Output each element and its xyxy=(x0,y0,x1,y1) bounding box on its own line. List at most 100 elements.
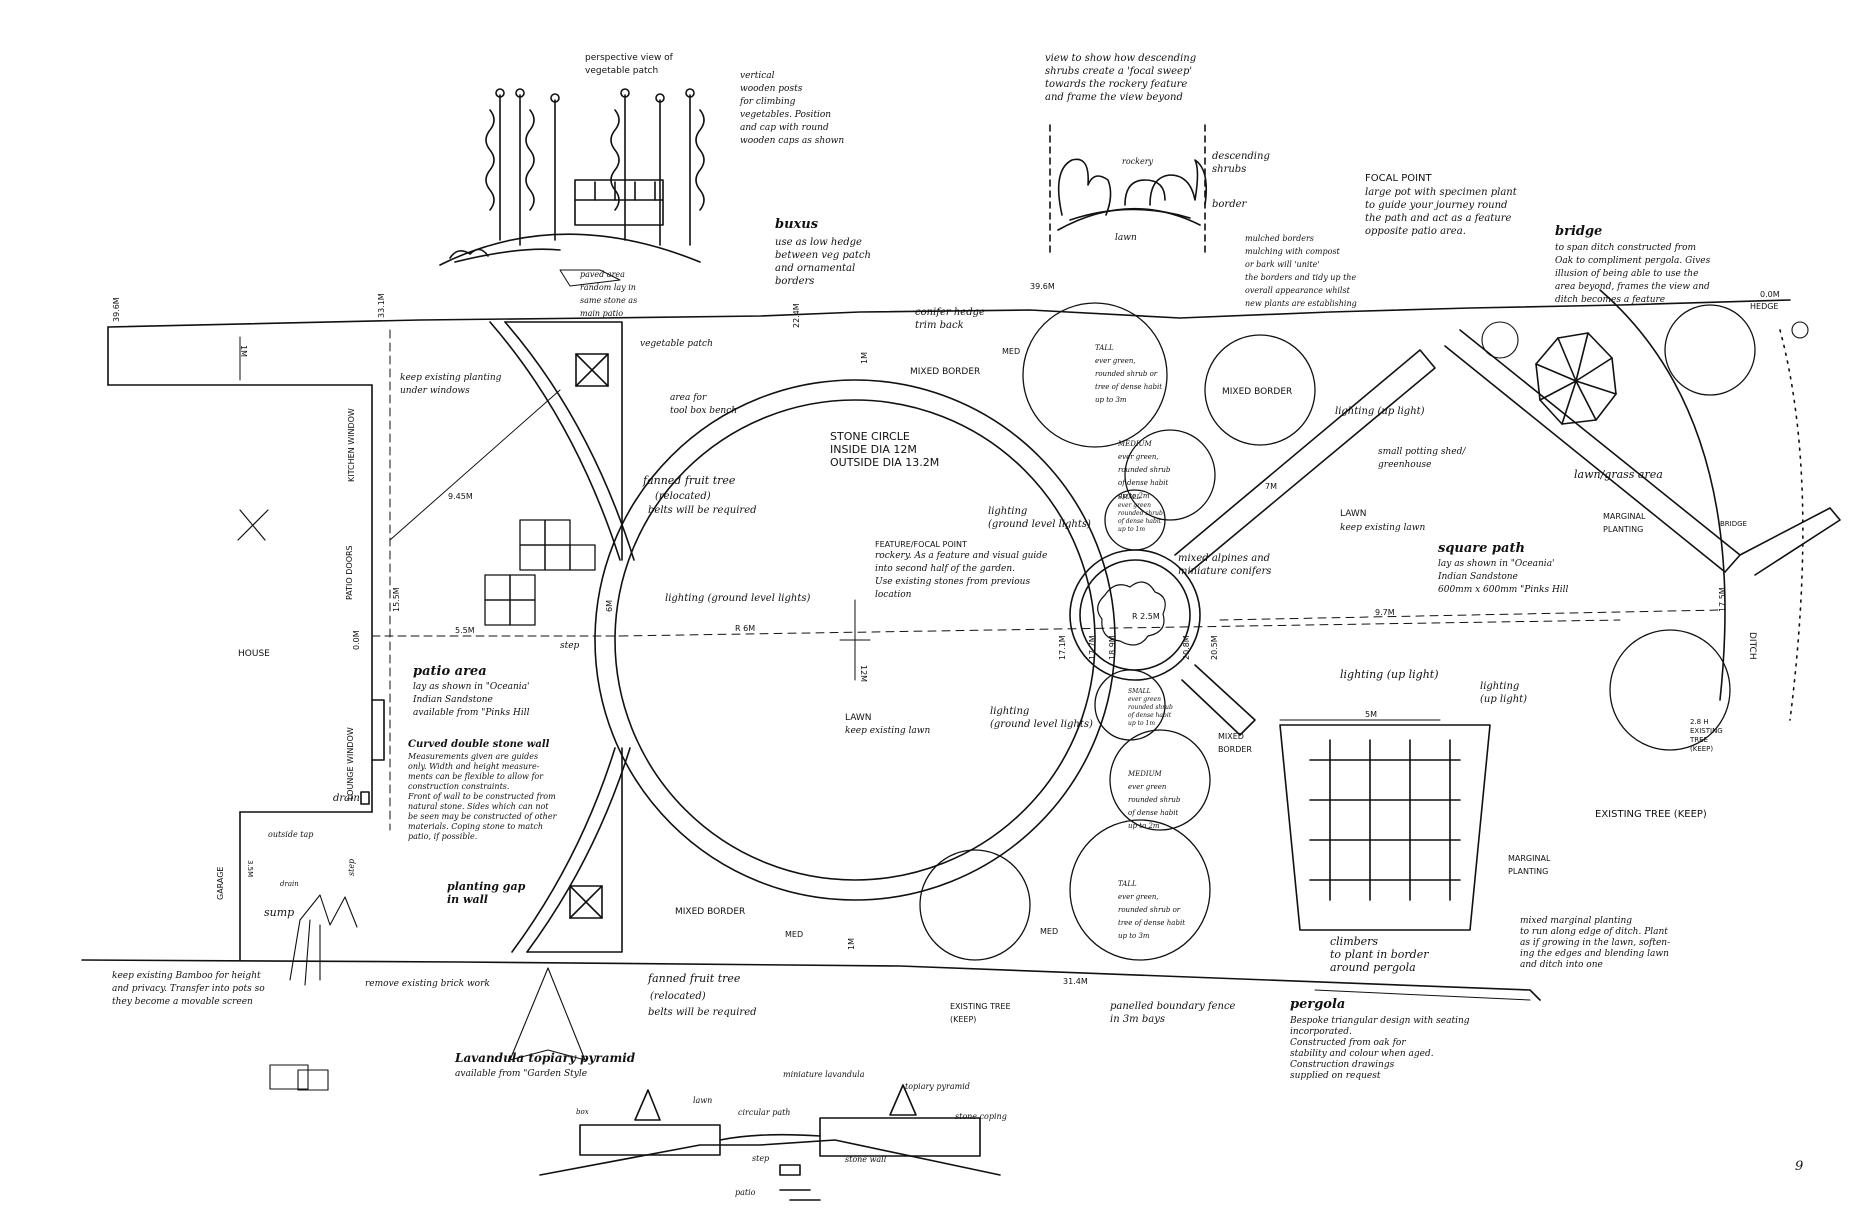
dim-0m-top: 0.0M xyxy=(1760,290,1780,299)
lawn-grass-area-label: lawn/grass area xyxy=(1574,468,1663,481)
lounge-window-label: LOUNGE WINDOW xyxy=(346,727,355,800)
drain-low-label: drain xyxy=(280,880,299,888)
dim-12m: 12M xyxy=(859,665,868,683)
focal-point-note: large pot with specimen plant to guide y… xyxy=(1365,187,1517,237)
tool-box-area-note: area for tool box bench xyxy=(670,393,738,416)
potting-shed-note: small potting shed/ greenhouse xyxy=(1378,447,1466,470)
section-lawn: lawn xyxy=(693,1096,713,1105)
section-stone-wall: stone wall xyxy=(845,1155,887,1164)
bridge-title: bridge xyxy=(1555,224,1603,239)
buxus-note: use as low hedge between veg patch and o… xyxy=(775,237,871,287)
dimension-lines xyxy=(240,330,1720,1000)
patio-area-note: lay as shown in "Oceania' Indian Sandsto… xyxy=(413,682,530,718)
belts-low: belts will be required xyxy=(648,1007,757,1018)
med-bottom-right-label: MED xyxy=(1040,927,1059,936)
dim-9-7m: 9.7M xyxy=(1375,608,1395,617)
relocated-top: (relocated) xyxy=(655,491,711,502)
dim-39-6m-left: 39.6M xyxy=(112,297,121,322)
cross-section-sketch xyxy=(540,1085,1000,1200)
shrub-masses xyxy=(920,303,1755,960)
small-mid-note: SMALL ever green rounded shrub of dense … xyxy=(1118,494,1163,533)
sweep-rockery: rockery xyxy=(1122,157,1154,166)
ditch-label: DITCH xyxy=(1747,632,1757,660)
patio-slabs xyxy=(485,520,595,625)
curved-wall-note: Measurements given are guides only. Widt… xyxy=(408,752,557,841)
lighting-ground-low: lighting (ground level lights) xyxy=(990,706,1093,730)
mixed-border-right-label: MIXED BORDER xyxy=(1222,387,1293,397)
belts-top: belts will be required xyxy=(648,505,757,516)
tall-top-note: TALL ever green, rounded shrub or tree o… xyxy=(1095,344,1163,404)
hedge-top-right: HEDGE xyxy=(1750,302,1779,311)
planting-gap-note: planting gap in wall xyxy=(447,880,526,906)
site-boundary xyxy=(82,300,1790,1000)
dim-1m-left: 1M xyxy=(239,345,248,357)
existing-tree-keep-label: EXISTING TREE (KEEP) xyxy=(1595,809,1707,820)
tall-low-note: TALL ever green, rounded shrub or tree o… xyxy=(1118,880,1186,940)
small-low-note: SMALL ever green rounded shrub of dense … xyxy=(1128,688,1173,727)
pergola-note: Bespoke triangular design with seating i… xyxy=(1290,1016,1470,1081)
medium-mid-note: MEDIUM ever green, rounded shrub of dens… xyxy=(1118,440,1171,500)
panelled-fence-note: panelled boundary fence in 3m bays xyxy=(1110,1001,1236,1025)
stone-circle-label: STONE CIRCLE INSIDE DIA 12M OUTSIDE DIA … xyxy=(830,430,940,469)
dim-3-5m: 3.5M xyxy=(246,860,254,878)
square-path-title: square path xyxy=(1438,541,1525,556)
dim-1m-bottom: 1M xyxy=(847,938,856,950)
section-stone-coping: stone coping xyxy=(955,1112,1007,1121)
mixed-border-low-label: MIXED BORDER xyxy=(1218,732,1252,754)
dim-39-6m: 39.6M xyxy=(1030,282,1055,291)
feature-focal-note: rockery. As a feature and visual guide i… xyxy=(875,551,1048,600)
section-mini-lavandula: miniature lavandula xyxy=(783,1070,865,1079)
bridge-marker: BRIDGE xyxy=(1720,520,1747,528)
marginal-planting-low: MARGINAL PLANTING xyxy=(1508,854,1551,876)
mulched-borders-note: mulched borders mulching with compost or… xyxy=(1245,234,1357,308)
medium-low-note: MEDIUM ever green rounded shrub of dense… xyxy=(1128,770,1181,830)
existing-tree-small: 2.8 H EXISTING TREE (KEEP) xyxy=(1690,718,1723,753)
page-number: 9 xyxy=(1795,1159,1804,1174)
sump-label: sump xyxy=(264,906,295,919)
step-top-label: step xyxy=(560,641,580,651)
sweep-descending: descending shrubs xyxy=(1212,151,1270,175)
lawn-right-label: LAWN xyxy=(1340,509,1367,519)
dim-6m: 6M xyxy=(605,600,614,612)
lighting-up-far: lighting (up light) xyxy=(1480,681,1528,705)
pergola xyxy=(1280,725,1490,930)
lavandula-title: Lavandula topiary pyramid xyxy=(455,1051,636,1065)
ditch xyxy=(1600,290,1803,720)
dim-1m-top: 1M xyxy=(860,352,869,364)
keep-lawn-right: keep existing lawn xyxy=(1340,523,1426,533)
section-step: step xyxy=(752,1154,770,1163)
lighting-up-top: lighting (up light) xyxy=(1335,406,1425,417)
planting-symbols xyxy=(270,322,1808,1090)
veg-patch-perspective-sketch xyxy=(440,89,704,286)
conifer-hedge-note: conifer hedge trim back xyxy=(915,307,985,331)
curved-stone-wall xyxy=(490,322,634,952)
dim-20m-a: 20.8M xyxy=(1182,635,1191,660)
dim-r-2-5m: R 2.5M xyxy=(1132,612,1160,621)
pergola-title: pergola xyxy=(1290,997,1346,1012)
focal-point-title: FOCAL POINT xyxy=(1365,173,1432,184)
sweep-lawn: lawn xyxy=(1115,233,1137,243)
sweep-border: border xyxy=(1212,199,1247,210)
focal-sweep-title: view to show how descending shrubs creat… xyxy=(1045,53,1197,103)
dim-5m: 5M xyxy=(1365,710,1377,719)
med-top-label: MED xyxy=(1002,347,1021,356)
fanned-fruit-top: fanned fruit tree xyxy=(643,474,736,487)
outside-tap-label: outside tap xyxy=(268,830,314,839)
focal-sweep-sketch xyxy=(1050,125,1206,255)
drain-top-label: drain xyxy=(333,793,360,804)
bridge-note: to span ditch constructed from Oak to co… xyxy=(1555,243,1711,305)
keep-lawn-center: keep existing lawn xyxy=(845,726,931,736)
patio-area-title: patio area xyxy=(413,664,487,679)
veg-posts-note: vertical wooden posts for climbing veget… xyxy=(740,71,845,146)
fanned-fruit-low: fanned fruit tree xyxy=(648,972,741,985)
med-bottom-label: MED xyxy=(785,930,804,939)
feature-focal-title: FEATURE/FOCAL POINT xyxy=(875,540,967,549)
keep-existing-planting-note: keep existing planting under windows xyxy=(400,373,502,396)
section-patio: patio xyxy=(735,1188,756,1197)
vegetable-patch-label: vegetable patch xyxy=(640,339,713,349)
remove-brick-note: remove existing brick work xyxy=(365,979,490,989)
curved-wall-title: Curved double stone wall xyxy=(408,739,550,750)
section-box: box xyxy=(576,1108,589,1116)
dim-17m-b: 17.7M xyxy=(1088,635,1097,660)
